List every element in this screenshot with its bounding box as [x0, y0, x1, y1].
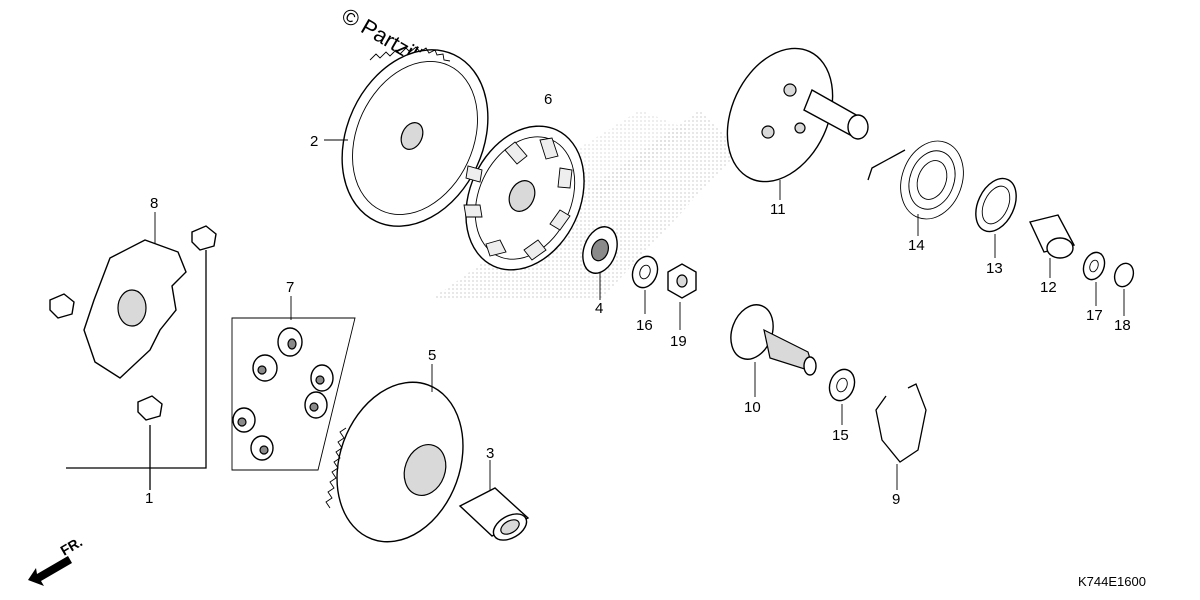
- callout-7: 7: [286, 279, 294, 296]
- part-7-roller-set-box: [231, 317, 356, 471]
- part-15-washer-icon: [828, 368, 856, 402]
- callout-5: 5: [428, 347, 436, 364]
- callout-labels: 1 2 3 4 5 6 7 8 9 10 11 12 13 14 15 16 1…: [145, 91, 1131, 508]
- part-14-spring-icon: [867, 140, 964, 220]
- callout-10: 10: [744, 399, 761, 416]
- part-5-driven-gear-icon: [325, 381, 464, 543]
- callout-18: 18: [1114, 317, 1131, 334]
- callout-11: 11: [770, 201, 786, 218]
- part-19-nut-icon: [667, 263, 697, 299]
- diagram-code: K744E1600: [1078, 574, 1146, 589]
- bracket-lines: [66, 250, 207, 490]
- part-11-kick-spindle-icon: [726, 47, 869, 183]
- direction-label: FR.: [58, 533, 86, 558]
- part-8-plate-icon: [83, 239, 187, 379]
- part-13-ring-icon: [975, 177, 1017, 233]
- callout-9: 9: [892, 491, 900, 508]
- callout-2: 2: [310, 133, 318, 150]
- leader-lines: [154, 139, 1125, 490]
- part-18-circlip-icon: [1113, 262, 1135, 288]
- callout-15: 15: [832, 427, 849, 444]
- front-direction-arrow: FR.: [28, 533, 85, 586]
- callout-13: 13: [986, 260, 1003, 277]
- callout-14: 14: [908, 237, 925, 254]
- part-4-clutch-icon: [582, 226, 618, 274]
- part-12-bushing-icon: [1029, 214, 1076, 259]
- callout-16: 16: [636, 317, 653, 334]
- callout-19: 19: [670, 333, 687, 350]
- callout-8: 8: [150, 195, 158, 212]
- part-6-drive-face-icon: [463, 125, 585, 271]
- callout-12: 12: [1040, 279, 1057, 296]
- callout-17: 17: [1086, 307, 1103, 324]
- part-2-drive-plate-icon: [341, 46, 489, 227]
- part-16-washer-icon: [631, 255, 659, 289]
- slider-piece-icon: [49, 225, 217, 421]
- part-3-collar-icon: [458, 487, 530, 541]
- callout-3: 3: [486, 445, 494, 462]
- callout-1: 1: [145, 490, 153, 507]
- part-9-spring-clip-icon: [875, 383, 927, 463]
- callout-4: 4: [595, 300, 603, 317]
- part-10-kick-driven-gear-icon: [730, 304, 817, 376]
- callout-6: 6: [544, 91, 552, 108]
- part-17-washer-icon: [1082, 251, 1106, 281]
